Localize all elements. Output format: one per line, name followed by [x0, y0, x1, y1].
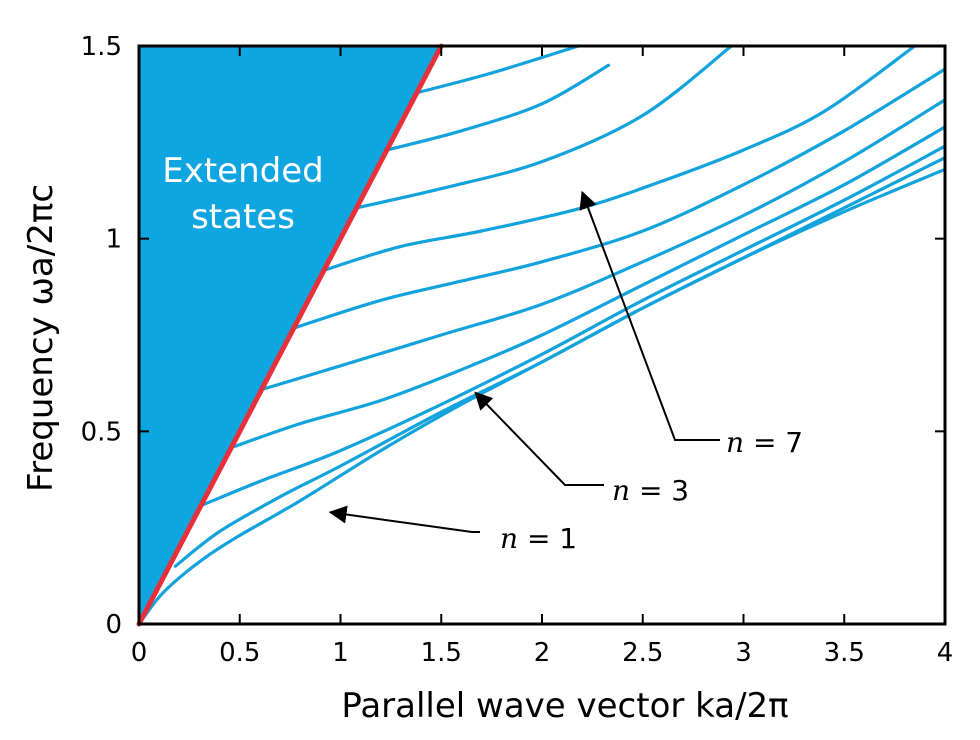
x-tick-label: 2.5 [622, 638, 663, 668]
y-tick-label: 1 [105, 225, 122, 255]
annotation-arrow [328, 505, 480, 533]
annotation-arrow [474, 391, 604, 486]
x-tick-label: 0.5 [219, 638, 260, 668]
x-axis-label: Parallel wave vector ka/2π [341, 686, 788, 726]
y-tick-label: 0 [105, 610, 122, 640]
y-tick-label: 1.5 [81, 32, 122, 62]
band-line-6 [294, 67, 945, 329]
annotation-value: = 1 [518, 522, 577, 555]
x-tick-label: 1 [332, 638, 349, 668]
band-line-8 [355, 46, 733, 210]
band-line-10 [417, 46, 580, 94]
region-label-line2: states [191, 197, 295, 237]
y-axis-label: Frequency ωa/2πc [21, 184, 61, 492]
x-tick-label: 3 [735, 638, 752, 668]
annotation-n: n [726, 426, 744, 459]
band-line-5 [262, 98, 945, 391]
band-line-2 [173, 156, 945, 568]
x-tick-label: 4 [937, 638, 954, 668]
region-label-line1: Extended [162, 151, 323, 191]
band-line-7 [324, 46, 917, 272]
annotation-label: n = 1 [500, 522, 577, 555]
annotation-label: n = 7 [726, 426, 803, 459]
band-line-4 [232, 125, 945, 449]
x-tick-label: 1.5 [421, 638, 462, 668]
light-line [136, 43, 444, 627]
y-tick-label: 0.5 [81, 417, 122, 447]
band-line-3 [201, 144, 945, 507]
annotation-label: n = 3 [612, 474, 689, 507]
annotation-value: = 3 [630, 474, 689, 507]
x-tick-label: 3.5 [824, 638, 865, 668]
band-series-group [139, 46, 945, 624]
annotation-n: n [500, 522, 518, 555]
annotation-n: n [612, 474, 630, 507]
axis-tick-labels: 0 0.5 1 1.5 2 2.5 3 3.5 4 0 0.5 1 1.5 [81, 32, 954, 668]
axis-ticks [138, 45, 946, 625]
annotations: n = 1n = 3n = 7 [328, 190, 803, 555]
band-line-9 [385, 63, 611, 152]
x-tick-label: 2 [534, 638, 551, 668]
annotation-value: = 7 [744, 426, 803, 459]
x-tick-label: 0 [131, 638, 148, 668]
annotation-arrow [579, 190, 720, 441]
